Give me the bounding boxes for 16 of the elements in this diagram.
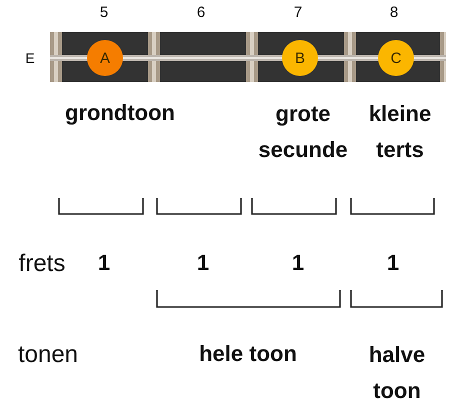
interval-label: 1 bbox=[196, 249, 210, 277]
text-label: 8 bbox=[390, 3, 398, 23]
text-label: 7 bbox=[294, 3, 302, 23]
interval-label: 1 bbox=[98, 249, 110, 277]
interval-label: 1 bbox=[386, 249, 400, 277]
interval-label: grote secunde bbox=[257, 100, 349, 164]
text-label: tonen bbox=[18, 340, 78, 370]
interval-label: halve toon bbox=[368, 341, 426, 406]
text-label: frets bbox=[18, 249, 66, 279]
text-label: E bbox=[25, 49, 35, 68]
interval-label: grondtoon bbox=[65, 99, 175, 127]
text-label: 6 bbox=[196, 3, 206, 23]
interval-label: kleine terts bbox=[368, 100, 432, 164]
interval-label: hele toon bbox=[199, 340, 297, 368]
interval-label: 1 bbox=[292, 249, 304, 277]
text-label: 5 bbox=[100, 3, 108, 23]
